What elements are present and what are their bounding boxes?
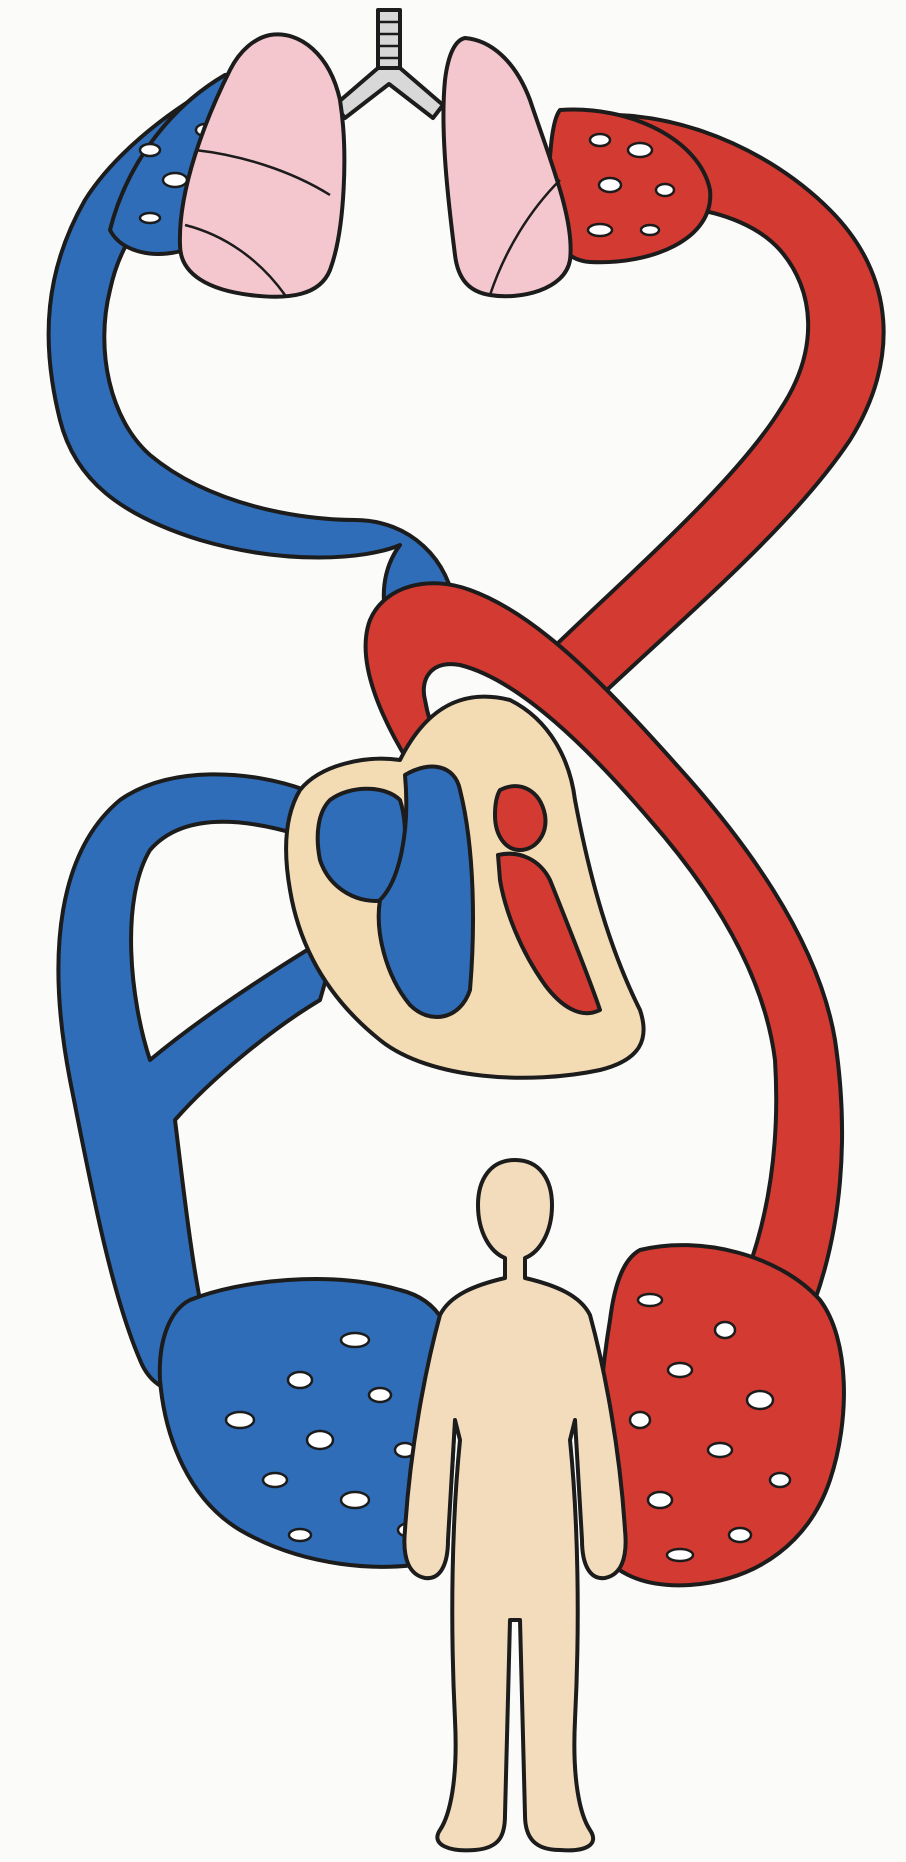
trachea [335, 10, 443, 118]
human-body [404, 1160, 625, 1850]
right-lung [443, 38, 570, 296]
left-atrium [495, 786, 545, 850]
